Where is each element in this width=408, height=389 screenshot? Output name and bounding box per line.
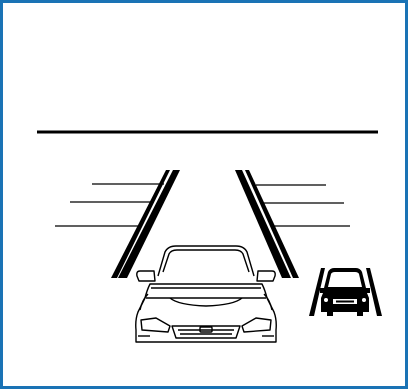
oncoming-vehicle-icon	[309, 268, 382, 316]
left-speed-lines	[55, 184, 164, 226]
ego-car-icon	[136, 246, 277, 342]
